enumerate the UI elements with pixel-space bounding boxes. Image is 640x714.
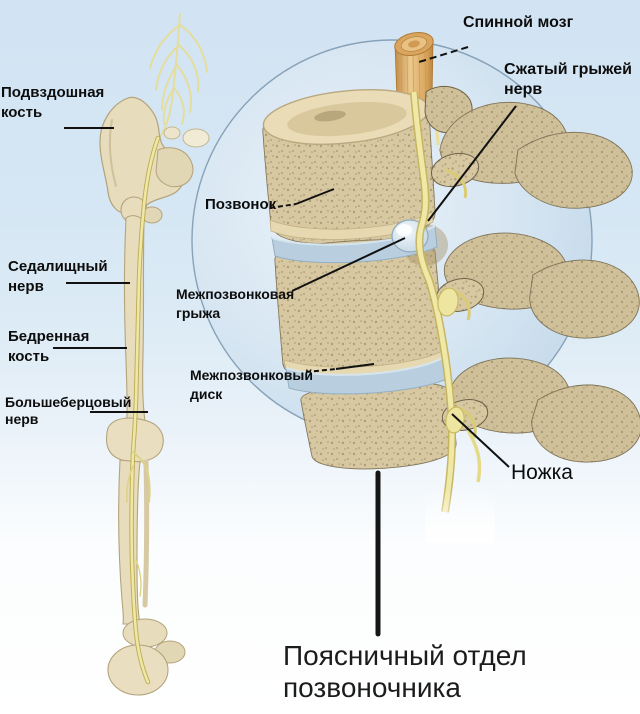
label-tibial-nerve: Большеберцовый нерв	[5, 394, 132, 427]
sacrum-fragment	[182, 128, 210, 148]
pointer-compressed-nerve	[427, 105, 517, 222]
label-disc: Межпозвонковый диск	[190, 367, 313, 402]
pointer-vertebra	[295, 188, 335, 205]
label-sciatic-nerve: Седалищный нерв	[8, 258, 108, 295]
nerve-root	[410, 91, 482, 513]
pointer-spinal-cord	[418, 46, 469, 63]
leg-skeleton	[99, 13, 210, 696]
label-vertebra: Позвонок	[205, 196, 277, 213]
label-pedicle: Ножка	[511, 461, 573, 484]
vertebra-endplate	[262, 89, 430, 145]
label-femur: Бедренная кость	[8, 328, 90, 365]
nerve-fade	[425, 488, 495, 543]
pointer-lines	[53, 46, 517, 468]
pointer-hernia	[291, 237, 406, 292]
ankle-bones	[122, 618, 168, 648]
nerve-plexus	[149, 13, 208, 141]
label-spinal-cord: Спинной мозг	[463, 14, 574, 31]
hip-bone	[99, 96, 186, 215]
pointer-disc	[335, 363, 375, 370]
pointer-disc-dash	[305, 368, 337, 373]
leg-nerve	[125, 135, 161, 685]
label-hernia: Межпозвонковая грыжа	[176, 286, 295, 321]
bone-fragment	[163, 126, 181, 140]
pointer-pedicle	[451, 413, 510, 468]
fibula	[142, 459, 150, 608]
figure-title: Поясничный отдел позвоночника	[283, 640, 527, 703]
ischium-lobe	[155, 147, 194, 188]
label-iliac-bone: Подвздошная кость	[1, 84, 105, 121]
label-compressed-nerve: Сжатый грыжей нерв	[504, 61, 632, 98]
spinal-cord	[394, 32, 434, 108]
tibia	[118, 459, 141, 625]
pointer-vertebra-dash	[269, 203, 297, 209]
posterior-processes	[424, 85, 640, 463]
spine-inset	[262, 32, 640, 543]
